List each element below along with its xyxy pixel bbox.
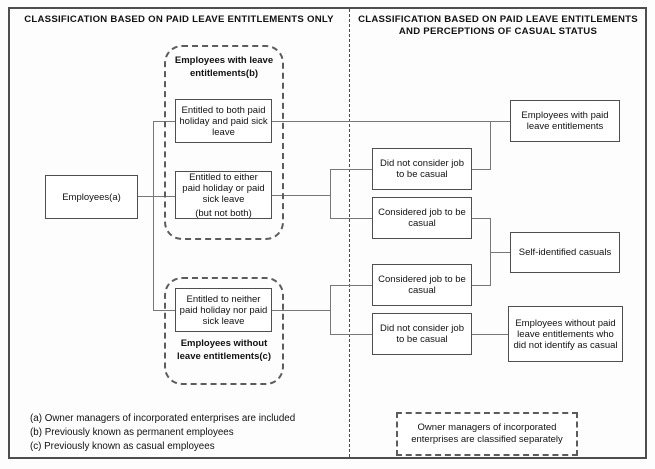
connector-line: [472, 334, 508, 335]
employees-with-paid-leave-label: Employees with paid leave entitlements: [521, 110, 609, 132]
connector-line: [472, 285, 490, 286]
group-without-leave-label: Employees without leave entitlements(c): [177, 338, 271, 362]
connector-line: [330, 285, 331, 335]
entitled-either-note: (but not both): [195, 207, 252, 219]
connector-line: [272, 121, 510, 122]
footnote-c: (c) Previously known as casual employees: [30, 441, 215, 452]
did-not-consider-casual-bottom-label: Did not consider job to be casual: [380, 323, 464, 345]
right-section-title-line1: CLASSIFICATION BASED ON PAID LEAVE ENTIT…: [358, 14, 638, 25]
connector-line: [330, 169, 331, 219]
connector-line: [272, 195, 330, 196]
entitled-both-label: Entitled to both paid holiday and paid s…: [179, 104, 268, 138]
owner-managers-note-label: Owner managers of incorporated enterpris…: [411, 422, 563, 445]
entitled-either-box: Entitled to either paid holiday or paid …: [175, 171, 272, 219]
left-section-title: CLASSIFICATION BASED ON PAID LEAVE ENTIT…: [24, 14, 334, 25]
entitled-either-label: Entitled to either paid holiday or paid …: [182, 171, 265, 205]
right-section-title-line2: AND PERCEPTIONS OF CASUAL STATUS: [398, 26, 598, 37]
connector-line: [153, 121, 154, 311]
considered-casual-top-label: Considered job to be casual: [378, 207, 466, 229]
section-divider: [349, 9, 350, 457]
group-without-leave-entitlements: [164, 277, 284, 385]
employees-with-paid-leave-box: Employees with paid leave entitlements: [510, 100, 620, 142]
employees-without-paid-leave-label: Employees without paid leave entitlement…: [513, 317, 618, 351]
group-with-leave-entitlements: [164, 45, 284, 240]
connector-line: [138, 196, 175, 197]
employees-box: Employees(a): [45, 175, 138, 219]
outer-border: [8, 7, 647, 459]
considered-casual-bottom-box: Considered job to be casual: [372, 264, 472, 306]
entitled-neither-label: Entitled to neither paid holiday nor pai…: [179, 293, 268, 327]
did-not-consider-casual-top-box: Did not consider job to be casual: [372, 148, 472, 190]
entitled-both-box: Entitled to both paid holiday and paid s…: [175, 99, 272, 143]
considered-casual-bottom-label: Considered job to be casual: [378, 274, 466, 296]
did-not-consider-casual-top-label: Did not consider job to be casual: [380, 158, 464, 180]
connector-line: [330, 334, 373, 335]
connector-line: [330, 169, 373, 170]
connector-line: [490, 252, 510, 253]
owner-managers-note: Owner managers of incorporated enterpris…: [396, 412, 578, 456]
employees-without-paid-leave-box: Employees without paid leave entitlement…: [508, 306, 623, 362]
connector-line: [330, 218, 373, 219]
footnote-b: (b) Previously known as permanent employ…: [30, 427, 234, 438]
group-with-leave-label: Employees with leave entitlements(b): [174, 55, 274, 79]
considered-casual-top-box: Considered job to be casual: [372, 197, 472, 239]
employees-label: Employees(a): [62, 191, 121, 203]
connector-line: [272, 310, 330, 311]
connector-line: [472, 218, 490, 219]
entitled-neither-box: Entitled to neither paid holiday nor pai…: [175, 288, 272, 332]
footnote-a: (a) Owner managers of incorporated enter…: [30, 413, 296, 424]
self-identified-casuals-label: Self-identified casuals: [518, 247, 612, 258]
self-identified-casuals-box: Self-identified casuals: [510, 232, 620, 273]
connector-line: [490, 121, 491, 170]
did-not-consider-casual-bottom-box: Did not consider job to be casual: [372, 313, 472, 355]
connector-line: [330, 285, 373, 286]
connector-line: [472, 169, 490, 170]
